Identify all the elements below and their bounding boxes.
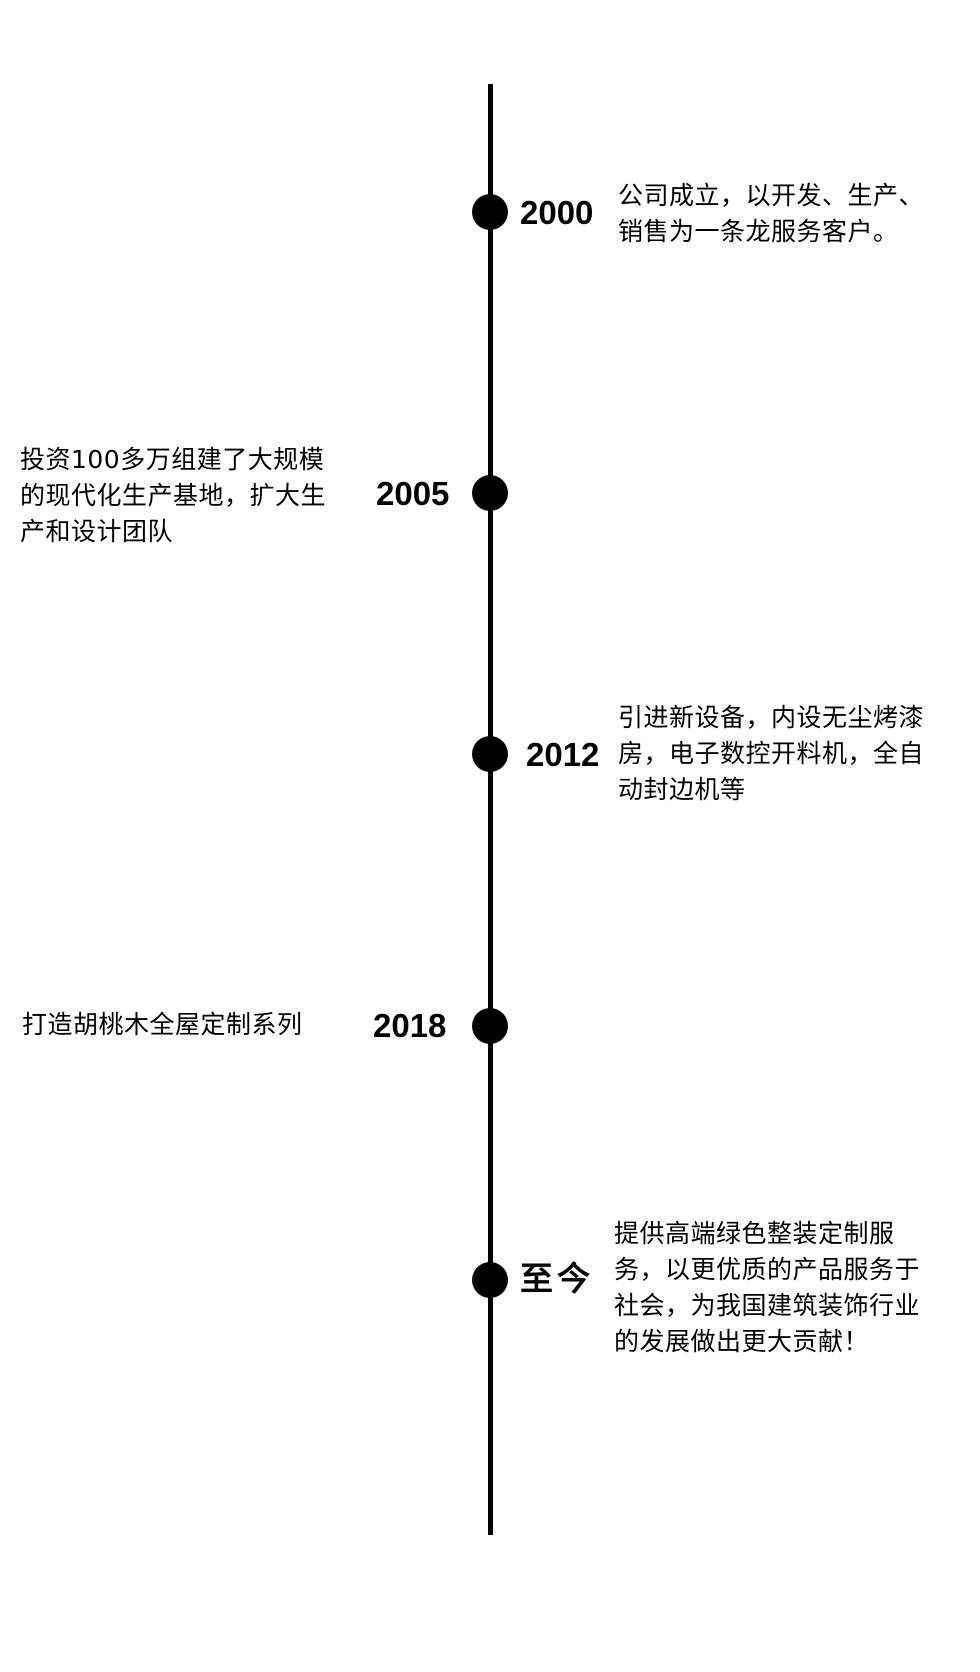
timeline-dot-2005 (472, 475, 508, 511)
event-description-line: 房，电子数控开料机，全自 (618, 739, 925, 768)
event-year-present: 至今 (520, 1259, 594, 1298)
event-description-line: 提供高端绿色整装定制服 (614, 1219, 895, 1248)
event-description-line: 动封边机等 (618, 775, 746, 804)
event-description-present: 提供高端绿色整装定制服 务，以更优质的产品服务于 社会，为我国建筑装饰行业 的发… (614, 1216, 920, 1360)
event-description-2012: 引进新设备，内设无尘烤漆 房，电子数控开料机，全自 动封边机等 (618, 700, 924, 808)
event-description-line: 销售为一条龙服务客户。 (618, 217, 899, 246)
event-description-line: 社会，为我国建筑装饰行业 (614, 1291, 921, 1320)
timeline-dot-2000 (472, 194, 508, 230)
event-year-2000: 2000 (520, 194, 594, 231)
event-description-line: 公司成立，以开发、生产、 (618, 181, 925, 210)
event-description-line: 的现代化生产基地，扩大生 (20, 481, 327, 510)
event-description-line: 产和设计团队 (20, 517, 174, 546)
event-description-line: 务，以更优质的产品服务于 (614, 1255, 921, 1284)
event-year-2005: 2005 (376, 475, 450, 512)
event-description-line: 的发展做出更大贡献！ (614, 1327, 870, 1356)
event-description-line: 引进新设备，内设无尘烤漆 (618, 703, 925, 732)
event-description-line: 投资100多万组建了大规模 (20, 445, 325, 474)
event-description-2005: 投资100多万组建了大规模 的现代化生产基地，扩大生 产和设计团队 (20, 442, 326, 550)
event-year-2012: 2012 (526, 736, 600, 773)
event-year-2018: 2018 (373, 1007, 447, 1044)
event-description-2000: 公司成立，以开发、生产、 销售为一条龙服务客户。 (618, 178, 924, 250)
timeline-axis (488, 84, 493, 1535)
timeline-dot-2012 (472, 736, 508, 772)
timeline-dot-2018 (472, 1008, 508, 1044)
event-description-line: 打造胡桃木全屋定制系列 (22, 1010, 303, 1039)
timeline-dot-present (472, 1262, 508, 1298)
event-description-2018: 打造胡桃木全屋定制系列 (22, 1007, 303, 1043)
